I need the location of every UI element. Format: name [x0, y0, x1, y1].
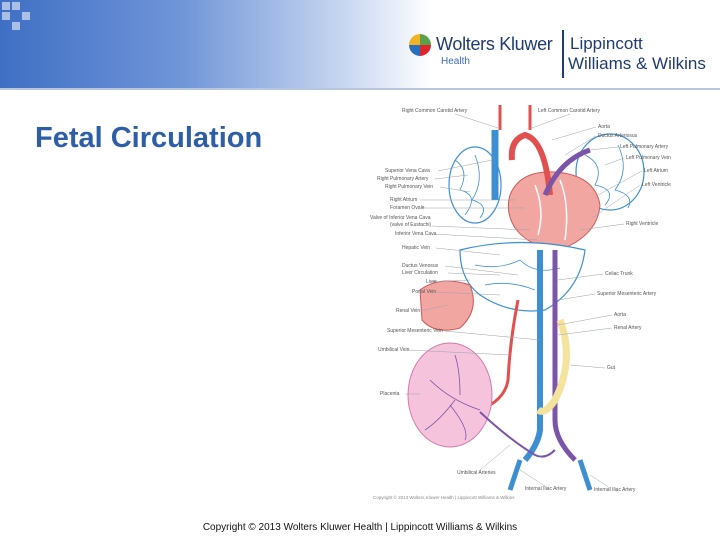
- right-labels: Aorta Ductus Arteriosus Left Pulmonary A…: [597, 124, 671, 371]
- slide-title: Fetal Circulation: [35, 122, 263, 154]
- label-right-atrium: Right Atrium: [390, 197, 417, 203]
- label-placenta: Placenta: [380, 391, 400, 397]
- wolters-kluwer-logo-icon: [409, 34, 431, 56]
- decorative-squares: [0, 0, 40, 30]
- label-internal-iliac-artery-left: Internal Iliac Artery: [525, 486, 567, 492]
- label-left-common-carotid: Left Common Carotid Artery: [538, 108, 600, 114]
- label-umbilical-vein: Umbilical Vein: [378, 347, 410, 353]
- umbilical-vein: [479, 299, 520, 412]
- placenta: [407, 342, 493, 448]
- slide-copyright: Copyright © 2013 Wolters Kluwer Health |…: [202, 522, 518, 533]
- header-rule: [0, 88, 720, 90]
- label-aorta-upper: Aorta: [598, 124, 610, 130]
- figure-copyright: Copyright © 2013 Wolters Kluwer Health |…: [373, 494, 515, 500]
- label-hepatic-vein: Hepatic Vein: [402, 245, 430, 251]
- label-renal-vein: Renal Vein: [396, 308, 420, 314]
- descending-aorta: [552, 250, 577, 462]
- publisher-logo: Wolters Kluwer Health Lippincott William…: [405, 28, 717, 80]
- label-valve-inferior-vena-cava: Valve of Inferior Vena Cava: [370, 215, 431, 221]
- label-valve-eustachi: (valve of Eustachi): [390, 222, 431, 228]
- label-aorta-lower: Aorta: [614, 312, 626, 318]
- logo-division: Health: [441, 56, 470, 67]
- carotid-arteries: [498, 105, 532, 130]
- label-ductus-arteriosus: Ductus Arteriosus: [598, 133, 638, 139]
- heart: [507, 171, 601, 251]
- fetal-circulation-diagram: Right Common Carotid Artery Left Common …: [370, 105, 671, 500]
- logo-divider: [562, 30, 564, 78]
- label-inferior-vena-cava: Inferior Vena Cava: [395, 231, 437, 237]
- logo-imprint-line1: Lippincott: [570, 34, 643, 53]
- pulmonary-trunk: [542, 147, 591, 196]
- label-superior-mesenteric-artery: Superior Mesenteric Artery: [597, 291, 657, 297]
- label-left-ventricle: Left Ventricle: [642, 182, 671, 188]
- label-superior-mesenteric-vein: Superior Mesenteric Vein: [387, 328, 443, 334]
- gut: [535, 318, 570, 415]
- label-ductus-venosus: Ductus Venosus: [402, 263, 439, 269]
- label-renal-artery: Renal Artery: [614, 325, 642, 331]
- label-foramen-ovale: Foramen Ovale: [390, 205, 425, 211]
- logo-company: Wolters Kluwer: [436, 34, 553, 54]
- left-labels: Superior Vena Cava Right Pulmonary Arter…: [370, 168, 443, 397]
- label-right-pulmonary-artery: Right Pulmonary Artery: [377, 176, 429, 182]
- label-internal-iliac-artery-right: Internal Iliac Artery: [594, 487, 636, 493]
- aortic-arch: [508, 131, 553, 196]
- logo-imprint-line2: Williams & Wilkins: [568, 54, 706, 73]
- label-left-pulmonary-artery: Left Pulmonary Artery: [620, 144, 669, 150]
- label-celiac-trunk: Celiac Trunk: [605, 271, 633, 277]
- umbilical-arteries: [479, 411, 556, 458]
- label-superior-vena-cava: Superior Vena Cava: [385, 168, 430, 174]
- label-left-atrium: Left Atrium: [644, 168, 668, 174]
- header-banner: Wolters Kluwer Health Lippincott William…: [0, 0, 720, 88]
- label-umbilical-arteries: Umbilical Arteries: [457, 470, 496, 476]
- label-portal-vein: Portal Vein: [412, 289, 436, 295]
- label-left-pulmonary-vein: Left Pulmonary Vein: [626, 155, 671, 161]
- iliac-arteries: [507, 459, 593, 491]
- label-gut: Gut: [607, 365, 616, 371]
- label-liver-circulation: Liver Circulation: [402, 270, 438, 276]
- label-right-pulmonary-vein: Right Pulmonary Vein: [385, 184, 433, 190]
- label-right-common-carotid: Right Common Carotid Artery: [402, 108, 468, 114]
- inferior-vena-cava: [522, 250, 543, 462]
- label-right-ventricle: Right Ventricle: [626, 221, 658, 227]
